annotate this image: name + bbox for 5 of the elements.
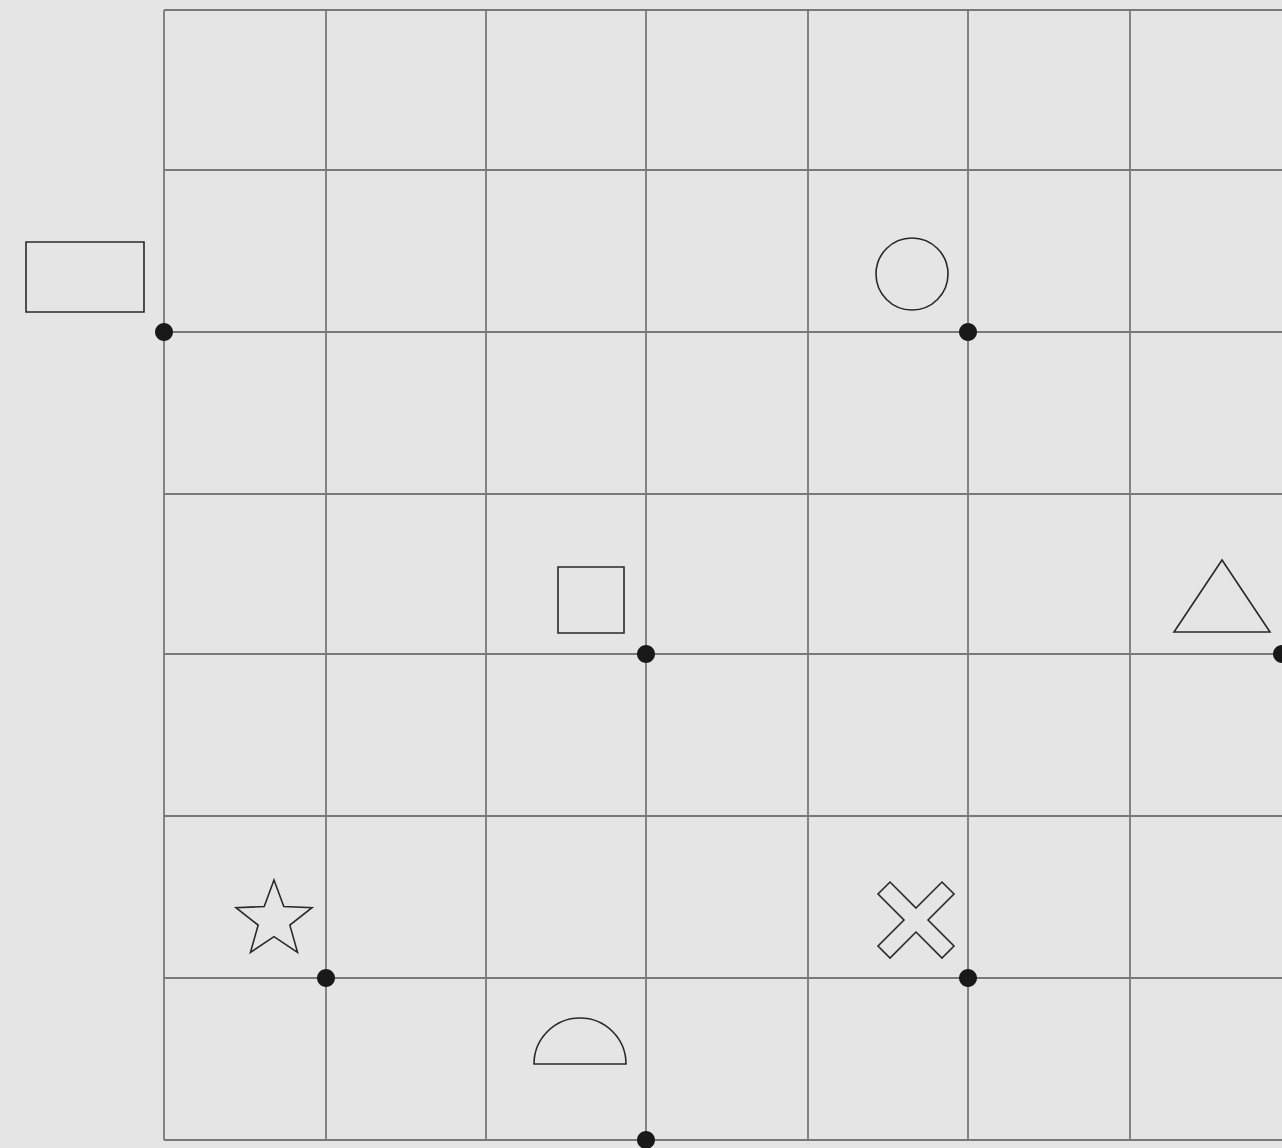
square-shape xyxy=(557,566,625,634)
cross-shape xyxy=(876,880,956,960)
rectangle-shape xyxy=(25,241,145,313)
semicircle-shape xyxy=(533,1017,627,1065)
circle-shape xyxy=(875,237,949,311)
